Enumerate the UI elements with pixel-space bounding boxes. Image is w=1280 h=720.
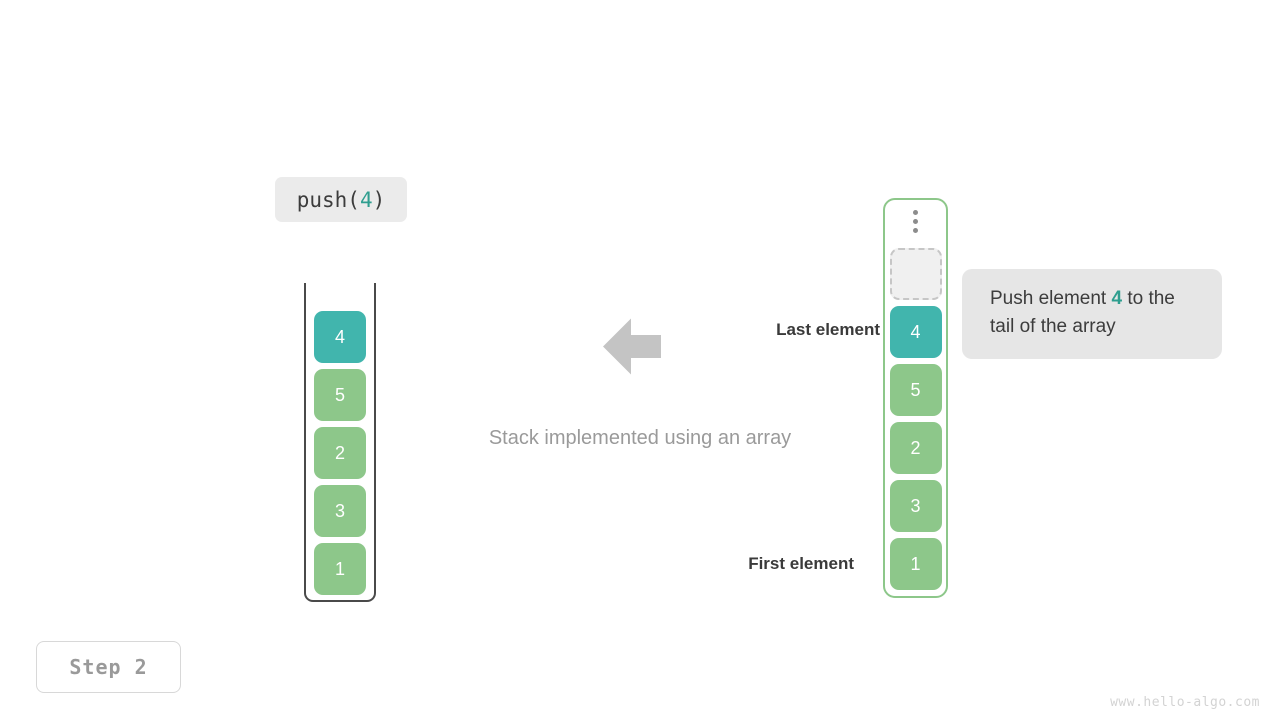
bubble-value: 4: [1111, 288, 1123, 309]
operation-prefix: push(: [296, 187, 360, 212]
stack-cell: 2: [314, 427, 366, 479]
watermark: www.hello-algo.com: [1110, 695, 1260, 710]
operation-suffix: ): [372, 187, 386, 212]
operation-label: push(4): [275, 177, 407, 222]
stack-item-list: 4 5 2 3 1: [304, 283, 376, 602]
bubble-text-suffix: to: [1122, 288, 1144, 309]
array-cell: 2: [889, 422, 942, 474]
stack-cell: 5: [314, 369, 366, 421]
stack-cell: 3: [314, 485, 366, 537]
dot: [913, 228, 918, 233]
dot: [913, 219, 918, 224]
arrow-left-icon: [603, 318, 661, 375]
dot: [913, 210, 918, 215]
array-cell-empty: [889, 248, 942, 300]
vertical-dots-icon: [885, 210, 946, 233]
stack-container-walls: [304, 283, 376, 602]
array-cell: 3: [889, 480, 942, 532]
step-badge: Step 2: [36, 641, 181, 693]
array-cell: 5: [889, 364, 942, 416]
array-cell: 1: [889, 538, 942, 590]
bubble-text-line2: the tail of the array: [990, 288, 1175, 337]
stack-visualization: 4 5 2 3 1: [304, 283, 376, 602]
stack-cell: 4: [314, 311, 366, 363]
explanation-bubble: Push element 4 to the tail of the array: [962, 269, 1222, 359]
first-element-label: First element: [748, 554, 854, 573]
bubble-text-prefix: Push element: [990, 288, 1112, 309]
array-visualization: 4 5 2 3 1: [883, 198, 948, 598]
array-cell: 4: [889, 306, 942, 358]
last-element-label: Last element: [776, 320, 880, 339]
stack-cell: 1: [314, 543, 366, 595]
array-item-list: 4 5 2 3 1: [885, 248, 946, 590]
operation-value: 4: [359, 187, 373, 212]
diagram-caption: Stack implemented using an array: [488, 427, 792, 449]
